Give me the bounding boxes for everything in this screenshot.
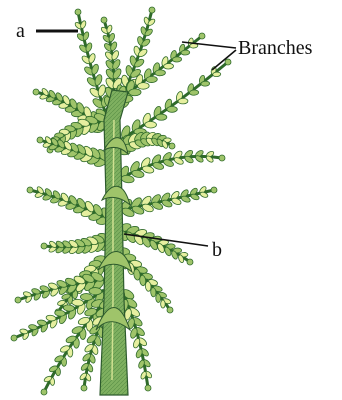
leaf — [161, 300, 166, 308]
leaf — [156, 294, 161, 303]
leaf — [145, 121, 157, 128]
leaf — [89, 287, 102, 295]
branch-tip — [27, 187, 33, 193]
label-branches: Branches — [238, 38, 312, 58]
leaf — [129, 89, 141, 96]
branch-tip — [75, 9, 81, 15]
branch-tip — [145, 385, 151, 391]
leaf — [28, 324, 37, 330]
leaf — [131, 169, 144, 178]
leaf — [178, 98, 188, 104]
leaf — [145, 281, 151, 291]
leaf — [80, 293, 93, 301]
leaf — [150, 287, 156, 297]
leaf — [72, 299, 84, 306]
branch-tip — [169, 143, 175, 149]
label-b: b — [212, 240, 222, 260]
branch-tip — [225, 59, 231, 65]
leaf — [146, 76, 157, 83]
branch-tip — [211, 187, 217, 193]
branch-tip — [187, 259, 193, 265]
branch-tip — [33, 89, 39, 95]
leaf — [167, 106, 178, 112]
leaf — [54, 310, 65, 317]
branch-tip — [41, 389, 47, 395]
branch-tip — [11, 335, 17, 341]
leaf — [201, 81, 210, 86]
leaf — [19, 328, 28, 334]
leaf — [172, 57, 182, 63]
leaf — [46, 315, 57, 322]
leaf — [63, 304, 75, 311]
leaf — [155, 70, 166, 76]
leaf — [121, 175, 135, 184]
branch-tip — [219, 155, 225, 161]
branch-tip — [37, 137, 43, 143]
branch-tip — [41, 243, 47, 249]
leaf — [189, 90, 199, 96]
leaf — [181, 50, 190, 55]
leaf — [137, 82, 149, 89]
branch-tip — [15, 297, 21, 303]
leaf — [163, 63, 173, 69]
branch-tip — [81, 385, 87, 391]
branch-tip — [149, 7, 155, 13]
leaf — [156, 114, 167, 120]
branch-tip — [167, 307, 173, 313]
branch-tip — [101, 17, 107, 23]
leaf — [213, 72, 221, 77]
label-a: a — [16, 21, 25, 41]
branch-tip — [199, 33, 205, 39]
leaf — [37, 319, 47, 326]
